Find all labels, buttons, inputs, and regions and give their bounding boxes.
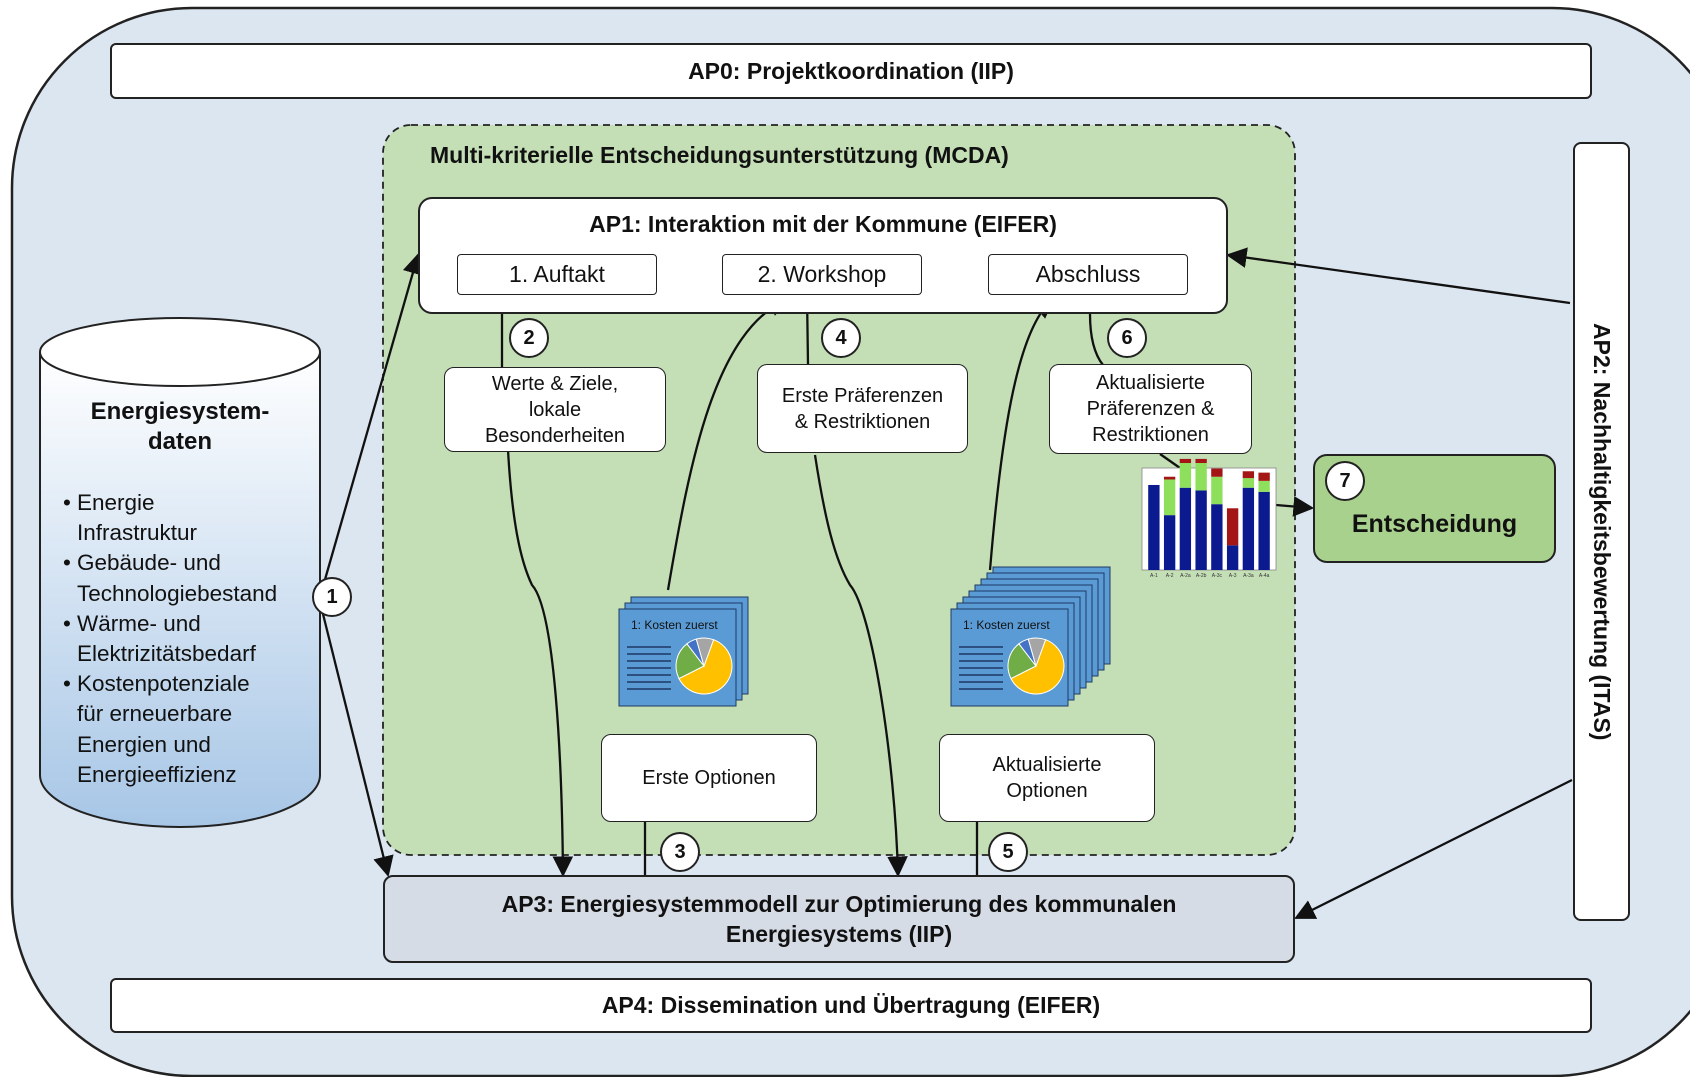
database-title-line1: Energiesystem- bbox=[90, 398, 270, 425]
bar-segment bbox=[1163, 515, 1176, 570]
database-bullets: • Energie Infrastruktur • Gebäude- und T… bbox=[60, 488, 330, 790]
step-2-marker: 2 bbox=[509, 318, 549, 358]
ap3-label-line2: Energiesystems (IIP) bbox=[725, 921, 953, 947]
tab-auftakt-label: 1. Auftakt bbox=[509, 261, 605, 287]
bar-segment bbox=[1163, 476, 1176, 480]
bar-segment bbox=[1211, 476, 1223, 505]
bar-segment bbox=[1242, 478, 1255, 488]
tick-label: A-2 bbox=[1166, 573, 1174, 579]
bar-segment bbox=[1211, 504, 1223, 570]
tick-label: A-3c bbox=[1212, 573, 1223, 579]
bar-segment bbox=[1195, 463, 1207, 491]
tick-label: A-4a bbox=[1259, 573, 1270, 579]
arrow-icon bbox=[666, 296, 790, 591]
arrow-icon bbox=[988, 297, 1055, 571]
step-3-marker: 3 bbox=[660, 832, 700, 872]
arrow-icon bbox=[320, 609, 394, 878]
pie-chart-icon bbox=[1007, 637, 1065, 695]
arrow-icon bbox=[1275, 496, 1315, 517]
bar-segment bbox=[1163, 479, 1176, 516]
ap4-label: AP4: Dissemination und Übertragung (EIFE… bbox=[601, 992, 1101, 1018]
tick-label: A-3 bbox=[1229, 573, 1237, 579]
chart-plot-area bbox=[1141, 467, 1277, 571]
tab-abschluss: Abschluss bbox=[988, 254, 1188, 295]
bar-segment bbox=[1226, 545, 1239, 570]
arrow-icon bbox=[1294, 778, 1573, 920]
step-6-marker: 6 bbox=[1107, 318, 1147, 358]
bar-segment bbox=[1258, 491, 1270, 570]
bar-segment bbox=[1179, 458, 1192, 464]
bar-segment bbox=[1258, 480, 1270, 492]
tab-auftakt: 1. Auftakt bbox=[457, 254, 657, 295]
bar-segment bbox=[1211, 468, 1223, 477]
doc-card-title: 1: Kosten zuerst bbox=[631, 618, 718, 632]
bar-segment bbox=[1195, 490, 1207, 570]
bar-segment bbox=[1242, 471, 1255, 479]
tick-label: A-2a bbox=[1180, 573, 1191, 579]
ap0-bar: AP0: Projektkoordination (IIP) bbox=[110, 43, 1592, 99]
bar-segment bbox=[1226, 508, 1239, 546]
bullet-item: • Gebäude- und Technologiebestand bbox=[63, 550, 278, 606]
decision-label: Entscheidung bbox=[1351, 510, 1518, 538]
bar-segment bbox=[1258, 472, 1270, 481]
tab-workshop-label: 2. Workshop bbox=[757, 261, 887, 287]
arrow-icon bbox=[320, 253, 423, 591]
ap3-bar: AP3: Energiesystemmodell zur Optimierung… bbox=[383, 875, 1295, 963]
tick-label: A-3a bbox=[1243, 573, 1254, 579]
tab-workshop: 2. Workshop bbox=[722, 254, 922, 295]
ap1-title: AP1: Interaktion mit der Kommune (EIFER) bbox=[589, 211, 1057, 237]
tab-abschluss-label: Abschluss bbox=[1035, 261, 1141, 287]
ap3-label-line1: AP3: Energiesystemmodell zur Optimierung… bbox=[501, 891, 1177, 917]
note-aktualisierte-optionen: Aktualisierte Optionen bbox=[939, 734, 1155, 822]
database-title-line2: daten bbox=[147, 428, 212, 455]
bar-segment bbox=[1195, 458, 1207, 464]
bar-segment bbox=[1242, 487, 1255, 570]
bullet-item: • Kostenpotenziale für erneuerbare Energ… bbox=[63, 671, 250, 787]
bar-segment bbox=[1179, 463, 1192, 488]
note-werte: Werte & Ziele, lokale Besonderheiten bbox=[444, 367, 666, 452]
step-4-marker: 4 bbox=[821, 318, 861, 358]
database-icon bbox=[39, 317, 321, 828]
note-aktualisierte-praeferenzen: Aktualisierte Präferenzen & Restriktione… bbox=[1049, 364, 1252, 454]
bar-segment bbox=[1148, 484, 1160, 570]
arrow-icon bbox=[506, 449, 574, 878]
bullet-item: • Energie Infrastruktur bbox=[63, 490, 198, 546]
mcda-title: Multi-kriterielle Entscheidungsunterstüt… bbox=[430, 142, 1009, 168]
ap2-bar: AP2: Nachhaltigkeitsbewertung (ITAS) bbox=[1573, 142, 1630, 921]
bar-segment bbox=[1179, 487, 1192, 570]
step-1-marker: 1 bbox=[312, 577, 352, 617]
ap4-bar: AP4: Dissemination und Übertragung (EIFE… bbox=[110, 978, 1592, 1033]
arrow-icon bbox=[813, 454, 908, 878]
ap0-label: AP0: Projektkoordination (IIP) bbox=[688, 57, 1014, 84]
tick-label: A-1 bbox=[1150, 573, 1158, 579]
step-7-marker: 7 bbox=[1325, 461, 1365, 501]
pie-chart-icon bbox=[675, 637, 733, 695]
document-stack-icon bbox=[618, 596, 749, 707]
document-stack-icon bbox=[950, 566, 1111, 707]
stacked-bar-chart: A-1 A-2 A-2a A-2b A-3c A-3 A-3a A-4a bbox=[1141, 458, 1277, 579]
connector-lines bbox=[320, 247, 1573, 920]
bullet-item: • Wärme- und Elektrizitätsbedarf bbox=[63, 610, 256, 667]
doc-card-title: 1: Kosten zuerst bbox=[963, 618, 1050, 632]
database-title: Energiesystem- daten bbox=[40, 397, 320, 457]
arrow-icon bbox=[1225, 247, 1571, 305]
tick-label: A-2b bbox=[1196, 573, 1207, 579]
note-praeferenzen: Erste Präferenzen & Restriktionen bbox=[757, 364, 968, 453]
note-erste-optionen: Erste Optionen bbox=[601, 734, 817, 822]
ap2-label: AP2: Nachhaltigkeitsbewertung (ITAS) bbox=[1589, 322, 1615, 741]
step-5-marker: 5 bbox=[988, 832, 1028, 872]
